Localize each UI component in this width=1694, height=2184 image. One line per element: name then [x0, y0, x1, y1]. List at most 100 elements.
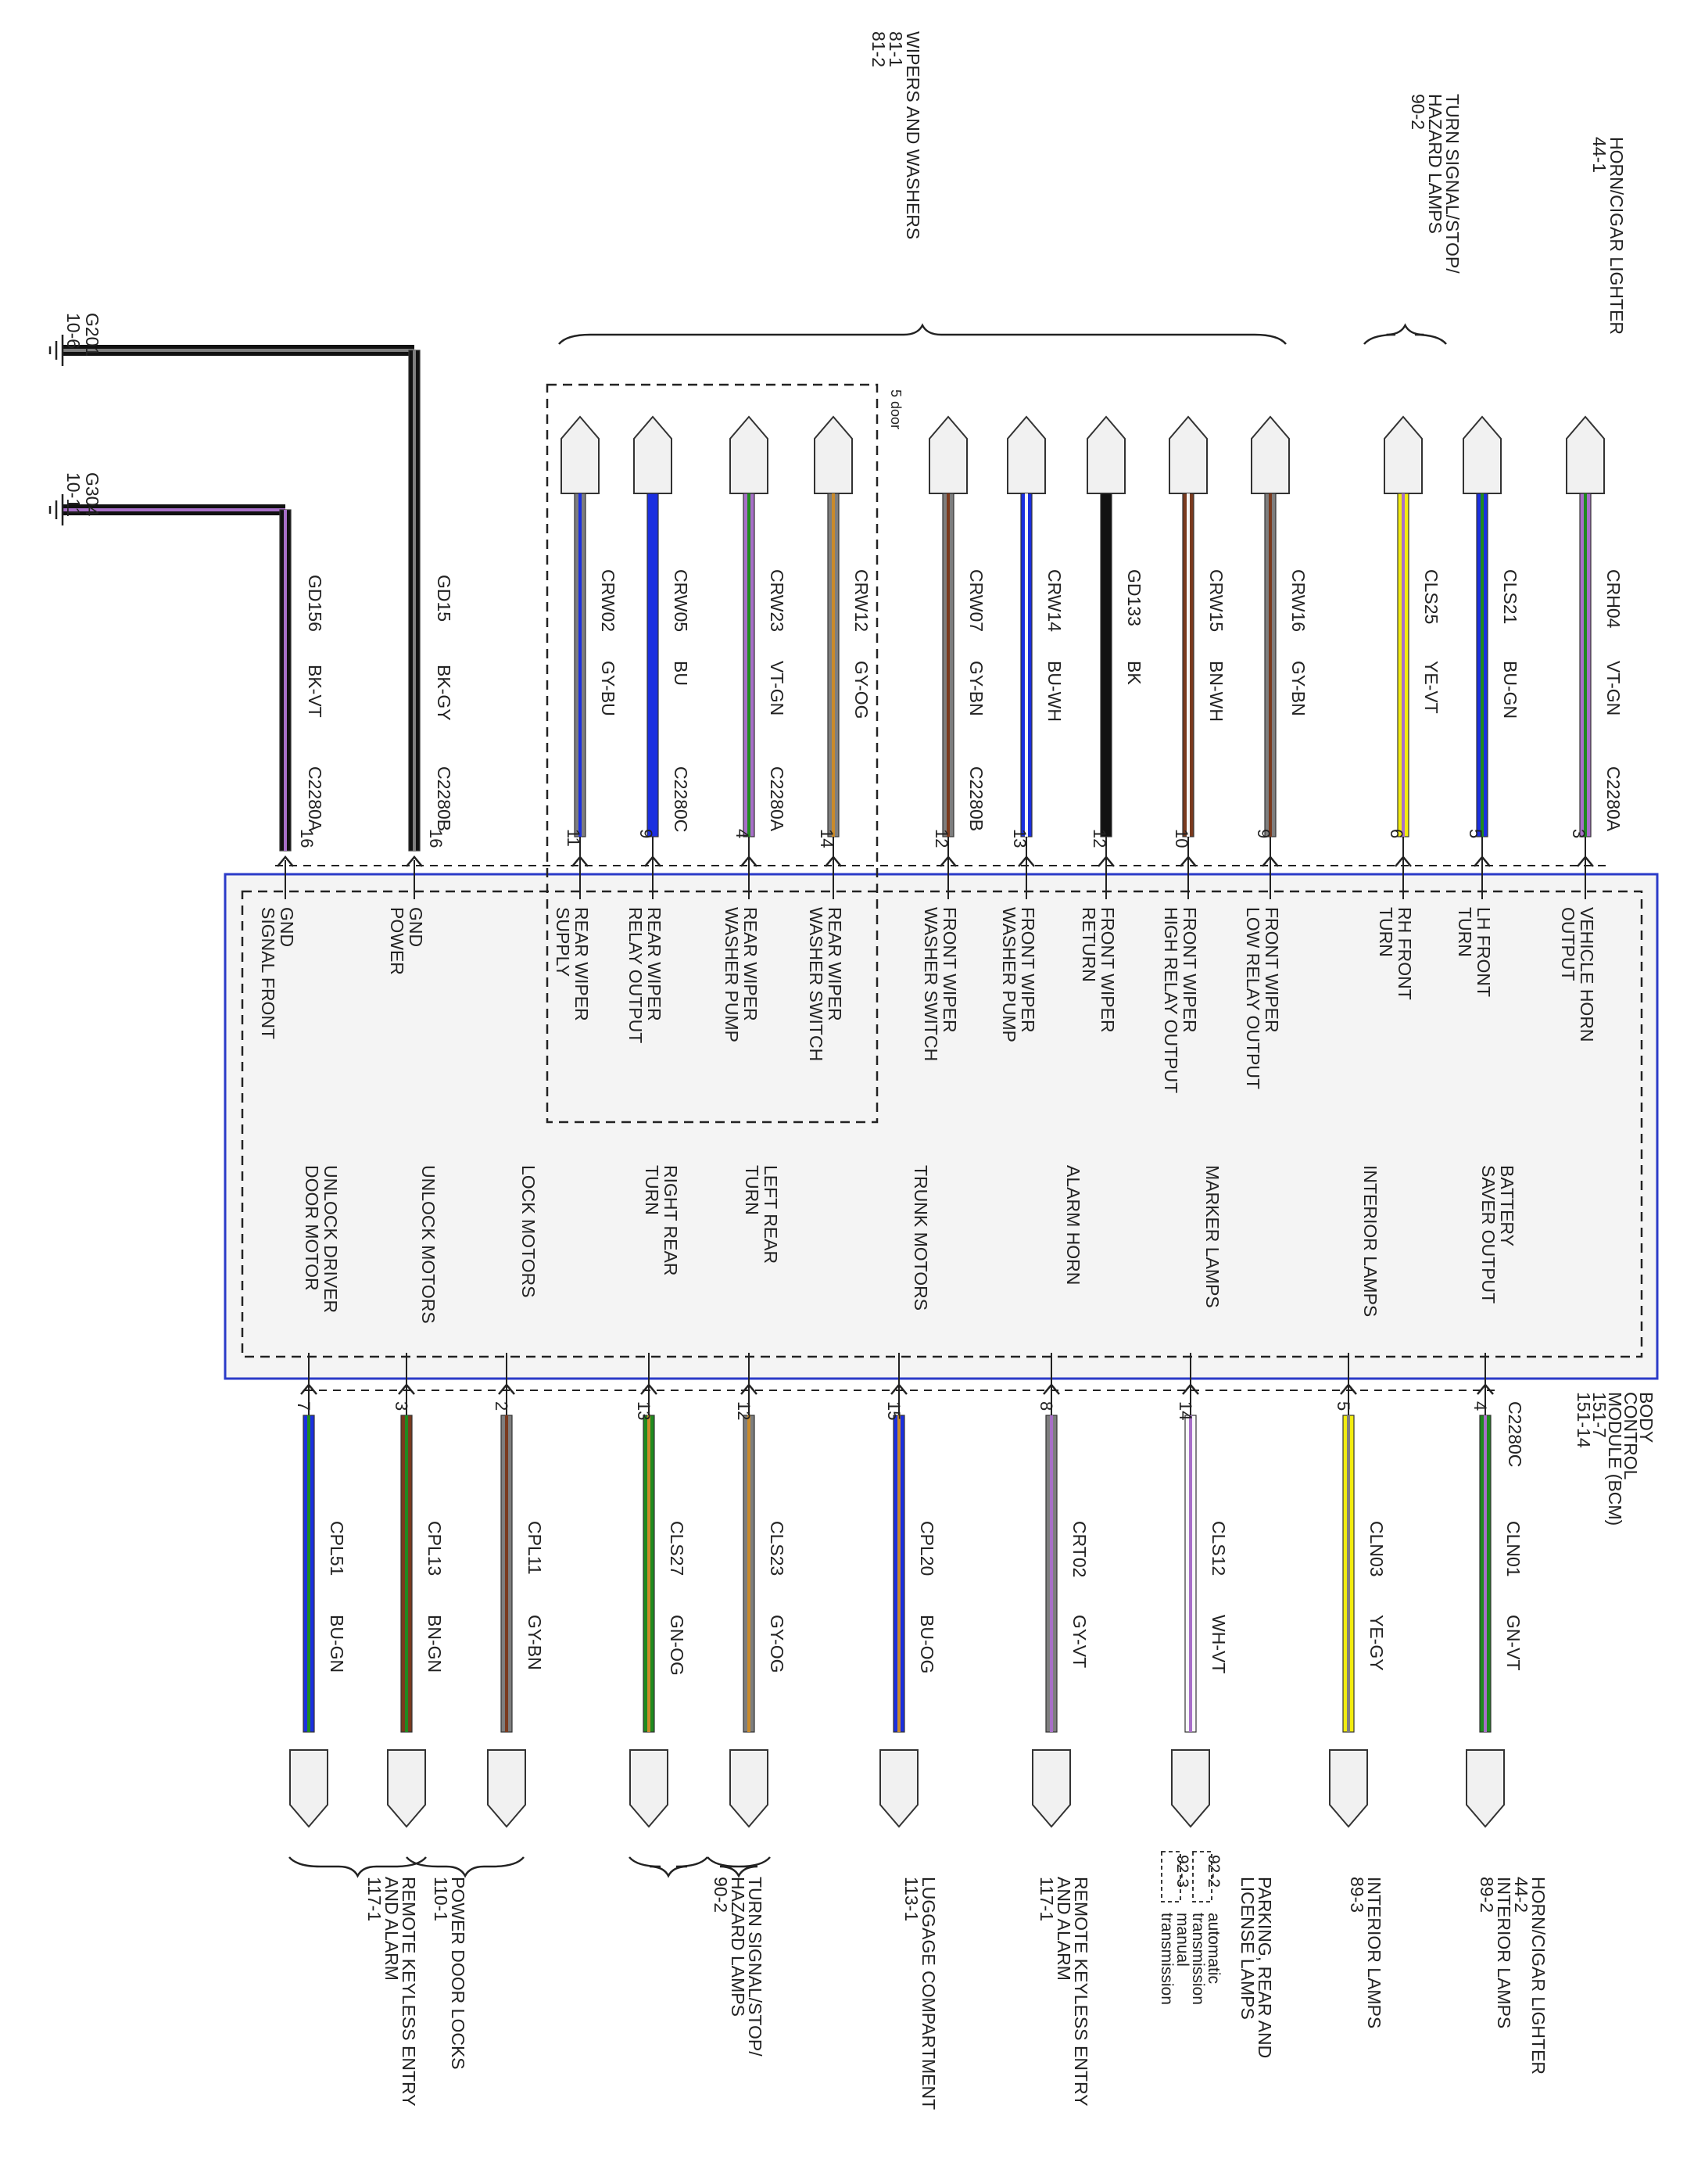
bottom-connector-CPL11 — [487, 1749, 526, 1828]
bottom-wire-CLS23 — [743, 1415, 755, 1733]
bottom-fn-3-0: RIGHT REAR — [661, 1165, 681, 1275]
bottom-wire-color-1: BN-GN — [424, 1615, 445, 1673]
top-fn-6-1: RETURN — [1079, 907, 1099, 982]
bcm-module-box — [224, 873, 1659, 1380]
ground-fn-0-0: GND — [406, 907, 426, 947]
bottom-fn-8-0: INTERIOR LAMPS — [1360, 1165, 1381, 1317]
top-wire-CRW02 — [574, 493, 586, 837]
bottom-connector-CLN03 — [1329, 1749, 1368, 1828]
top-fn-2-0: REAR WIPER — [740, 907, 761, 1021]
top-fn-8-1: LOW RELAY OUTPUT — [1243, 907, 1263, 1089]
top-connector-CRW12 — [814, 415, 853, 494]
transmission-note-ref-1: 92-3 — [1173, 1855, 1191, 1888]
bottom-group-7-line-2: INTERIOR LAMPS — [1494, 1877, 1514, 2028]
bottom-wire-CPL20 — [893, 1415, 905, 1733]
bottom-connector-CPL13 — [387, 1749, 426, 1828]
top-wire-GD133 — [1100, 493, 1112, 837]
top-connector-CRW07 — [929, 415, 968, 494]
top-fn-3-1: WASHER SWITCH — [806, 907, 826, 1061]
top-connector-CRW16 — [1251, 415, 1290, 494]
bottom-group-7-line-3: 89-2 — [1477, 1877, 1497, 1913]
bottom-pin-0: 7 — [294, 1401, 313, 1411]
bottom-wire-CPL51 — [303, 1415, 315, 1733]
top-wire-CLS21-tracer — [1481, 493, 1484, 837]
top-connector-CLS21 — [1463, 415, 1502, 494]
bottom-group-3-line-1: 113-1 — [901, 1877, 922, 1921]
top-connector-CRH04 — [1566, 415, 1605, 494]
ground-pin-0: 16 — [426, 829, 446, 848]
top-wire-id-9: CLS25 — [1421, 569, 1442, 624]
bottom-wire-CPL11-tracer — [505, 1415, 508, 1732]
bottom-fn-7-0: MARKER LAMPS — [1202, 1165, 1223, 1308]
bottom-wire-id-6: CRT02 — [1069, 1521, 1090, 1577]
top-connector-id-2: C2280A — [767, 766, 787, 832]
top-pin-0: 11 — [564, 829, 583, 847]
bottom-wire-CPL51-tracer — [307, 1415, 310, 1732]
bottom-wire-color-6: GY-VT — [1069, 1615, 1090, 1668]
bottom-group-1-line-0: REMOTE KEYLESS ENTRY — [399, 1877, 419, 2107]
top-wire-color-7: BN-WH — [1206, 661, 1227, 722]
bottom-fn-0-1: DOOR MOTOR — [302, 1165, 322, 1291]
top-wire-CRW16-tracer — [1269, 493, 1272, 837]
bottom-group-3-line-0: LUGGAGE COMPARTMENT — [919, 1877, 939, 2110]
top-connector-CRW02 — [560, 415, 600, 494]
transmission-note-text-1: manual — [1173, 1913, 1191, 1967]
top-wire-color-11: VT-GN — [1603, 661, 1624, 715]
bottom-wire-color-4: GY-OG — [767, 1615, 787, 1673]
bottom-wire-id-5: CPL20 — [917, 1521, 937, 1576]
bottom-wire-color-2: GY-BN — [525, 1615, 545, 1670]
bottom-wire-CRT02 — [1045, 1415, 1058, 1733]
module-label-line-3: 151-7 — [1589, 1392, 1610, 1438]
top-brace-wipers — [558, 323, 1287, 345]
top-fn-8-0: FRONT WIPER — [1262, 907, 1282, 1033]
top-wire-CLS25-tracer — [1402, 493, 1405, 837]
top-pin-2: 4 — [732, 829, 752, 838]
five-door-dashed-box — [546, 383, 879, 1124]
bottom-brace-c — [629, 1856, 708, 1878]
ground-id-G304: G304 — [82, 472, 102, 516]
bottom-group-2-line-1: HAZARD LAMPS — [728, 1877, 748, 2017]
top-wire-color-0: GY-BU — [598, 661, 618, 716]
top-pin-10: 5 — [1466, 829, 1485, 838]
top-group-1-line-0: TURN SIGNAL/STOP/ — [1442, 94, 1463, 274]
transmission-note-text2-1: transmission — [1158, 1913, 1176, 2005]
top-fn-0-0: REAR WIPER — [571, 907, 592, 1021]
top-fn-11-1: OUTPUT — [1558, 907, 1578, 981]
bcm-module-inner-dashed — [241, 890, 1643, 1358]
bottom-wire-CLN01-tracer — [1484, 1415, 1487, 1732]
bottom-group-1-line-2: 117-1 — [364, 1877, 385, 1921]
top-wire-color-3: GY-OG — [851, 661, 872, 719]
bottom-connector-CPL51 — [289, 1749, 328, 1828]
top-wire-color-2: VT-GN — [767, 661, 787, 715]
bottom-group-0-line-1: 110-1 — [431, 1877, 451, 1921]
bottom-pin-7: 14 — [1176, 1401, 1195, 1420]
top-connector-CRW05 — [633, 415, 672, 494]
bottom-wire-CLN03 — [1342, 1415, 1355, 1733]
bottom-brace-a — [288, 1856, 427, 1878]
transmission-note-text-0: automatic — [1205, 1913, 1223, 1984]
bottom-fn-9-1: SAVER OUTPUT — [1478, 1165, 1499, 1304]
top-wire-CRW05 — [646, 493, 659, 837]
bottom-wire-CLN01 — [1479, 1415, 1492, 1733]
bottom-group-1-line-1: AND ALARM — [381, 1877, 402, 1981]
bottom-pin-6: 8 — [1037, 1401, 1056, 1411]
top-wire-GD133-body — [1100, 493, 1112, 837]
bottom-connector-CLS27 — [629, 1749, 668, 1828]
top-pin-9: 6 — [1387, 829, 1406, 838]
top-fn-9-0: RH FRONT — [1395, 907, 1415, 1000]
top-connector-CRW15 — [1169, 415, 1208, 494]
top-wire-CRW12 — [827, 493, 840, 837]
top-fn-3-0: REAR WIPER — [825, 907, 845, 1021]
bottom-group-4-line-2: 117-1 — [1037, 1877, 1057, 1921]
bottom-pin-1: 3 — [392, 1401, 411, 1411]
bottom-wire-CPL13-tracer — [405, 1415, 408, 1732]
bottom-group-7-line-1: 44-2 — [1511, 1877, 1531, 1913]
ground-wire-G201-tracer — [413, 350, 416, 851]
top-fn-4-0: FRONT WIPER — [940, 907, 960, 1033]
top-fn-1-0: REAR WIPER — [644, 907, 664, 1021]
top-wire-CRW07-tracer — [947, 493, 950, 837]
top-fn-7-0: FRONT WIPER — [1180, 907, 1200, 1033]
top-group-1-line-2: 90-2 — [1408, 94, 1428, 130]
bottom-group-4-line-0: REMOTE KEYLESS ENTRY — [1071, 1877, 1091, 2107]
